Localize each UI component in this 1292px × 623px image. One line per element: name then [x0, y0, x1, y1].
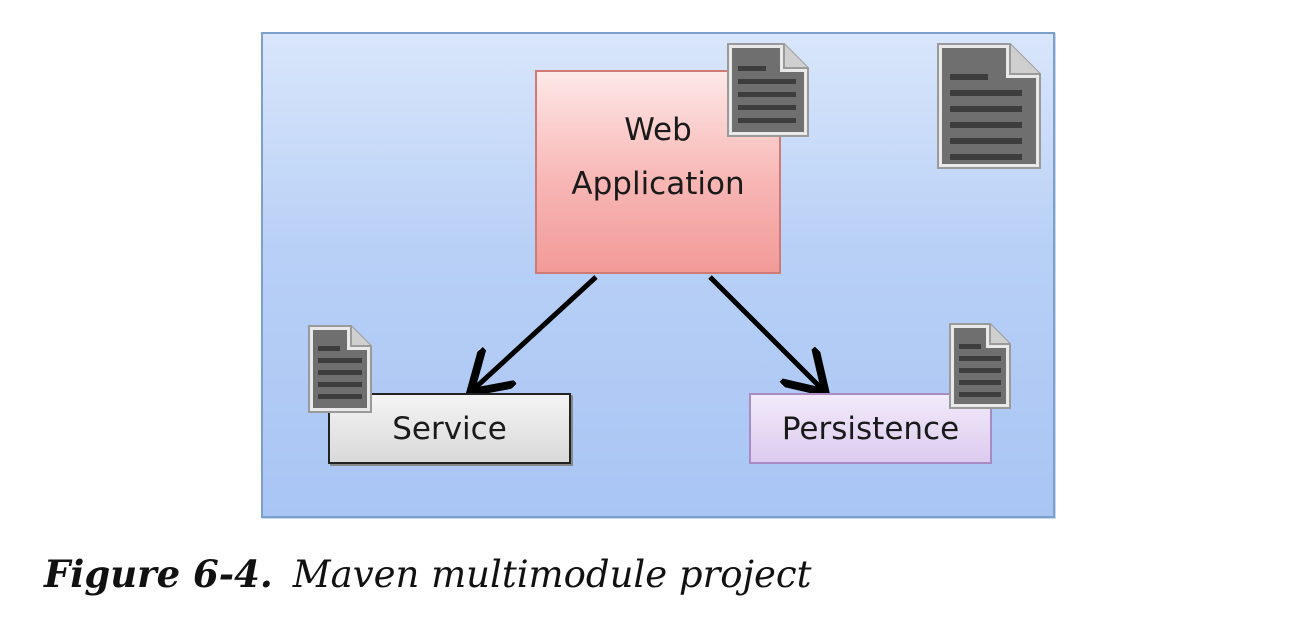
- persistence-label: Persistence: [781, 410, 960, 447]
- figure-title: Maven multimodule project: [292, 553, 812, 596]
- figure-number: Figure 6-4.: [44, 552, 273, 596]
- figure-caption: Figure 6-4. Maven multimodule project: [44, 552, 812, 596]
- persistence-pom-document-icon: [949, 323, 1011, 409]
- persistence-module: Persistence: [749, 393, 992, 464]
- web-application-label: Web Application: [571, 112, 745, 202]
- service-label: Service: [392, 410, 507, 447]
- webapp-to-service-arrow: [474, 275, 598, 389]
- webapp-to-persistence-arrow: [708, 275, 822, 389]
- parent-pom-document-icon: [937, 43, 1041, 169]
- service-pom-document-icon: [308, 325, 372, 413]
- web-application-pom-document-icon: [727, 43, 809, 137]
